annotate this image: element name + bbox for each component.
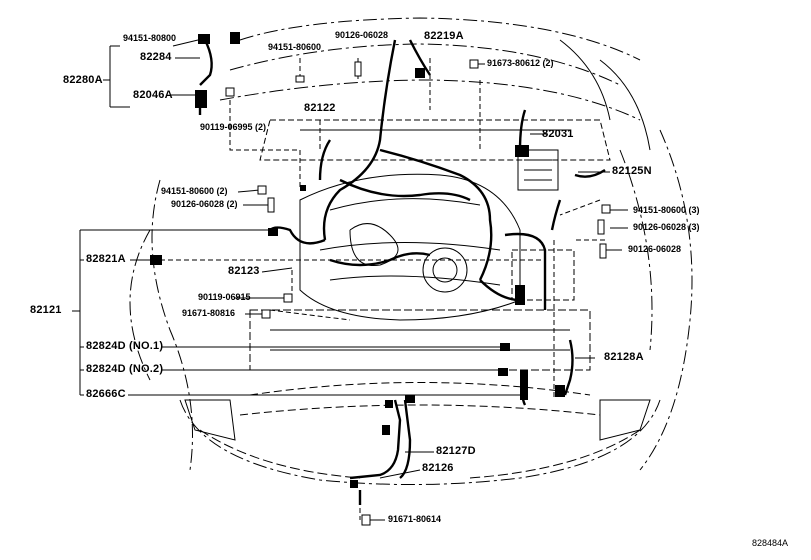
figure-id: 828484A xyxy=(752,538,789,548)
callout-82284: 82284 xyxy=(140,51,172,63)
callout-82122: 82122 xyxy=(304,102,336,114)
callout-82031: 82031 xyxy=(542,128,574,140)
callout-82824d-no1: 82824D (NO.1) xyxy=(86,340,164,352)
callout-82824d-no2: 82824D (NO.2) xyxy=(86,363,164,375)
callout-91671-80816: 91671-80816 xyxy=(182,308,236,318)
dashed-leaders xyxy=(160,58,605,520)
callout-91673-80612: 91673-80612 (2) xyxy=(487,58,554,68)
wire-harness xyxy=(198,39,606,505)
callout-90126-06028-top: 90126-06028 xyxy=(335,30,389,40)
callout-90119-06995: 90119-06995 (2) xyxy=(200,122,267,132)
callout-82280a: 82280A xyxy=(63,74,103,86)
callout-82126: 82126 xyxy=(422,462,454,474)
callout-94151-80600-2: 94151-80600 (2) xyxy=(161,186,228,196)
callout-82046a: 82046A xyxy=(133,89,173,101)
callout-82821a: 82821A xyxy=(86,253,126,265)
body-outline xyxy=(129,17,693,486)
leader-lines xyxy=(72,39,628,521)
callout-94151-80600-top: 94151-80600 xyxy=(268,42,322,52)
callout-90119-06915: 90119-06915 xyxy=(198,292,251,302)
bolt-icons xyxy=(225,59,611,526)
callout-82219a: 82219A xyxy=(424,30,464,42)
callout-90126-06028-2: 90126-06028 (2) xyxy=(171,199,238,209)
callout-91671-80614: 91671-80614 xyxy=(388,514,442,524)
callout-94151-80600-3: 94151-80600 (3) xyxy=(633,205,700,215)
callout-82128a: 82128A xyxy=(604,351,644,363)
callout-82123: 82123 xyxy=(228,265,260,277)
callout-82666c: 82666C xyxy=(86,388,126,400)
callout-82127d: 82127D xyxy=(436,445,476,457)
callout-82125n: 82125N xyxy=(612,165,652,177)
callout-94151-80800: 94151-80800 xyxy=(123,33,177,43)
callout-82121: 82121 xyxy=(30,304,62,316)
callout-90126-06028-3: 90126-06028 (3) xyxy=(633,222,700,232)
callout-90126-06028-right: 90126-06028 xyxy=(628,244,682,254)
